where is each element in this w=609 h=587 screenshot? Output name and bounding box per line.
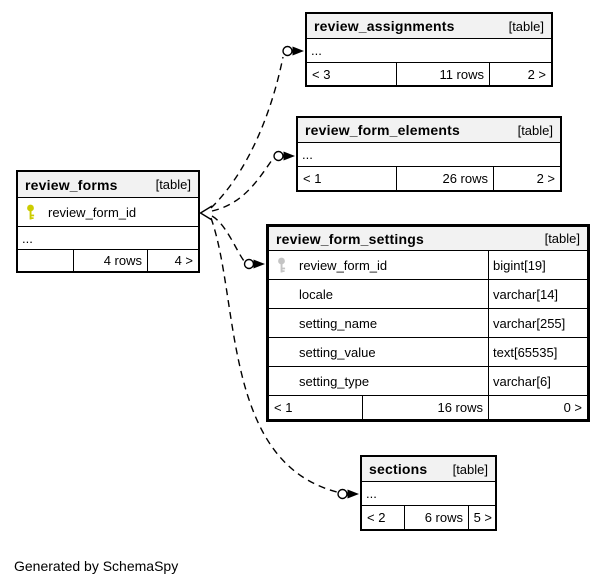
column-name: review_form_id (48, 204, 137, 220)
column-row-setting-type: setting_type varchar[6] (269, 367, 587, 396)
table-kind-label: [table] (508, 18, 544, 34)
column-name: setting_type (299, 373, 370, 389)
row-count: 4 rows (74, 250, 148, 271)
collapsed-columns-row: ... (362, 482, 495, 506)
child-count: 2 > (527, 66, 546, 82)
column-row-review-form-id: review_form_id bigint[19] (269, 251, 587, 280)
collapsed-columns-row: ... (298, 143, 560, 167)
column-row-locale: locale varchar[14] (269, 280, 587, 309)
key-spacer (276, 373, 287, 389)
collapsed-columns-row: ... (18, 227, 198, 250)
table-name[interactable]: review_form_elements (305, 122, 460, 138)
table-kind-label: [table] (544, 231, 580, 246)
table-header: review_forms [table] (18, 172, 198, 198)
parent-count: < 2 (362, 506, 405, 529)
column-row-setting-value: setting_value text[65535] (269, 338, 587, 367)
row-count: 16 rows (363, 396, 489, 419)
table-name[interactable]: review_assignments (314, 18, 455, 34)
collapsed-columns-row: ... (307, 39, 551, 63)
column-type: varchar[14] (493, 286, 559, 302)
table-footer: < 2 6 rows 5 > (362, 506, 495, 529)
column-row-setting-name: setting_name varchar[255] (269, 309, 587, 338)
column-type: varchar[255] (493, 315, 566, 331)
table-node-review-assignments[interactable]: review_assignments [table] ... < 3 11 ro… (305, 12, 553, 87)
child-count: 2 > (536, 171, 555, 186)
table-node-review-forms[interactable]: review_forms [table] review_form_id ... … (16, 170, 200, 273)
fk-edge-origin-arrow (199, 205, 213, 221)
key-spacer (276, 286, 287, 302)
column-name: setting_name (299, 315, 378, 331)
table-footer: 4 rows 4 > (18, 250, 198, 271)
column-name: review_form_id (299, 257, 388, 273)
row-count: 6 rows (405, 506, 469, 529)
fk-edge-review-form-settings (211, 215, 265, 270)
table-footer: < 1 16 rows 0 > (269, 396, 587, 419)
table-footer: < 3 11 rows 2 > (307, 63, 551, 85)
table-header: review_form_settings [table] (269, 227, 587, 251)
column-type: text[65535] (493, 344, 558, 360)
key-icon (278, 257, 286, 273)
column-name: locale (299, 286, 333, 302)
table-kind-label: [table] (452, 461, 488, 477)
table-node-sections[interactable]: sections [table] ... < 2 6 rows 5 > (360, 455, 497, 531)
primary-key-icon (27, 204, 35, 220)
fk-edge-review-assignments (210, 45, 304, 209)
table-name[interactable]: review_forms (25, 176, 118, 193)
parent-count (18, 250, 74, 271)
column-row-review-form-id: review_form_id (18, 198, 198, 227)
table-header: review_form_elements [table] (298, 118, 560, 143)
table-kind-label: [table] (155, 177, 191, 192)
child-count: 0 > (563, 400, 582, 415)
row-count: 11 rows (397, 63, 490, 85)
parent-count: < 1 (298, 167, 397, 190)
table-header: review_assignments [table] (307, 14, 551, 39)
row-count: 26 rows (397, 167, 494, 190)
parent-count: < 3 (307, 63, 397, 85)
table-node-review-form-settings[interactable]: review_form_settings [table] review_form… (266, 224, 590, 422)
parent-count: < 1 (269, 396, 363, 419)
table-name[interactable]: sections (369, 461, 428, 477)
table-footer: < 1 26 rows 2 > (298, 167, 560, 190)
key-spacer (276, 344, 287, 360)
child-count: 5 > (473, 510, 492, 525)
fk-edge-review-form-elements (211, 150, 295, 212)
generated-by-note: Generated by SchemaSpy (14, 558, 179, 574)
table-kind-label: [table] (517, 122, 553, 138)
column-type: varchar[6] (493, 373, 551, 389)
column-type: bigint[19] (493, 257, 546, 273)
table-name[interactable]: review_form_settings (276, 230, 424, 247)
table-node-review-form-elements[interactable]: review_form_elements [table] ... < 1 26 … (296, 116, 562, 192)
table-header: sections [table] (362, 457, 495, 482)
child-count: 4 > (174, 253, 193, 268)
column-name: setting_value (299, 344, 376, 360)
key-spacer (276, 315, 287, 331)
